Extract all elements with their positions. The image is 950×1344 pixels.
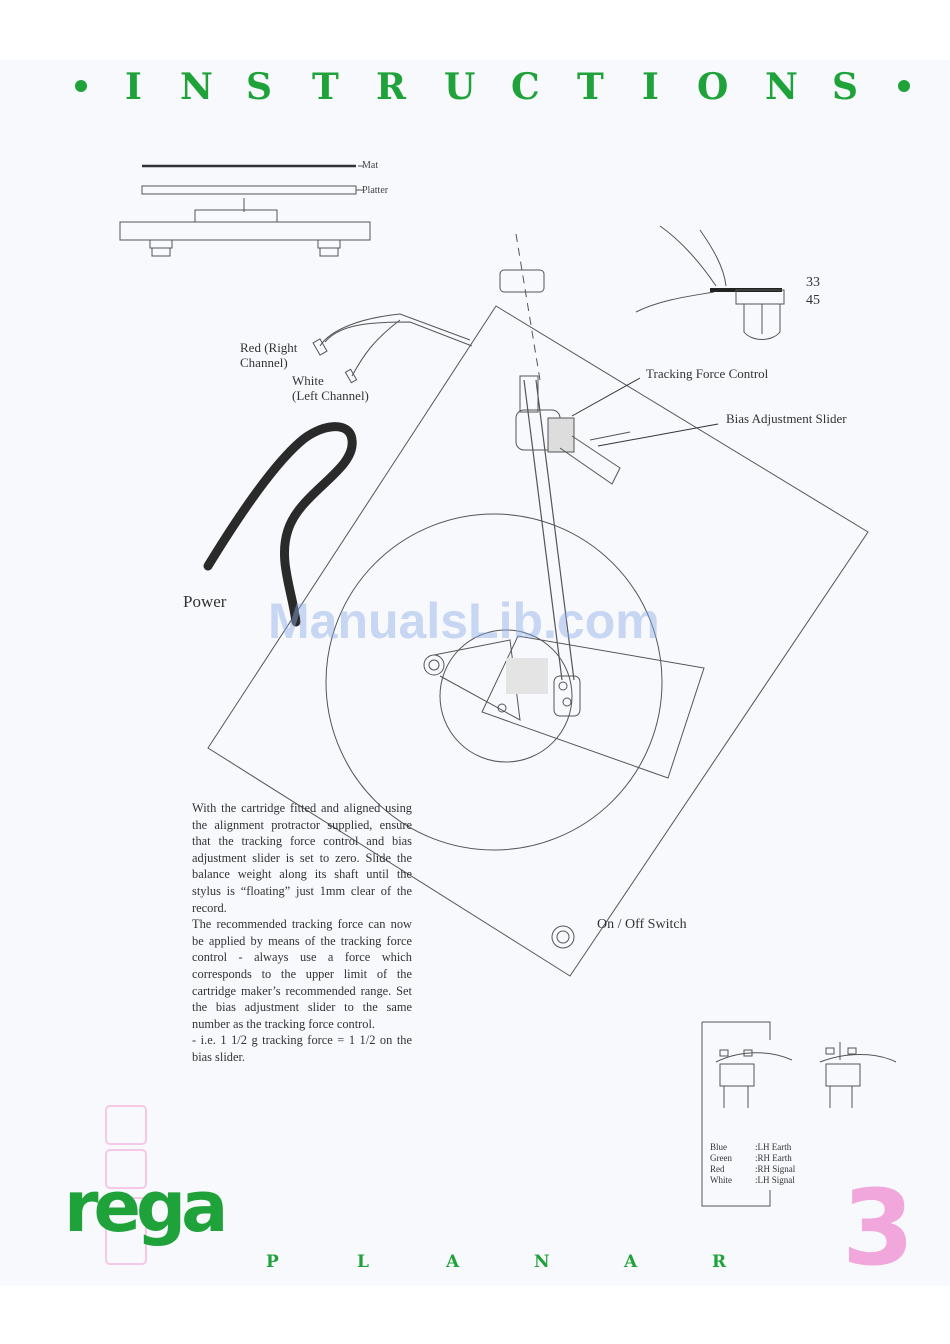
wiring-row: Green:RH Earth: [710, 1153, 792, 1163]
tonearm: [523, 379, 563, 681]
title-letter: O: [697, 66, 729, 108]
title-letter: N: [180, 66, 213, 108]
footer-letter: N: [534, 1252, 550, 1272]
instructions-paragraph: - i.e. 1 1/2 g tracking force = 1 1/2 on…: [192, 1033, 412, 1064]
page-number: 3: [842, 1167, 915, 1289]
title-letter: S: [246, 66, 272, 108]
logo-ghost: [105, 1105, 147, 1265]
title-letter: T: [312, 66, 339, 108]
page-title: I N S T R U C T I O N S: [0, 66, 950, 108]
page-background: [0, 60, 950, 1286]
tracking-force-label: Tracking Force Control: [646, 366, 769, 381]
wiring-row: Red:RH Signal: [710, 1164, 796, 1174]
footer-letter: L: [357, 1252, 369, 1272]
title-bullet-left: [75, 80, 87, 92]
rega-logo: rega: [64, 1166, 228, 1248]
wiring-diagram-frame: [702, 1021, 771, 1040]
red-lead-label: Red (Right: [240, 340, 298, 355]
footer-letter: A: [624, 1252, 638, 1272]
title-letter: S: [832, 66, 858, 108]
hand-drawing: [659, 225, 717, 287]
phono-leads: [319, 313, 471, 347]
alignment-protractor: [481, 635, 705, 779]
title-letter: N: [765, 66, 798, 108]
bias-slider-label: Bias Adjustment Slider: [726, 411, 847, 426]
speed-33-label: 33: [806, 275, 820, 290]
title-letter: R: [376, 66, 406, 108]
wiring-row: White:LH Signal: [710, 1175, 795, 1185]
mat-label: Mat: [362, 160, 379, 171]
on-off-switch-drawing: [551, 925, 575, 949]
power-label: Power: [183, 592, 227, 611]
footer-letter: P: [266, 1252, 279, 1272]
wiring-row: Blue:LH Earth: [710, 1142, 792, 1152]
speed-45-label: 45: [806, 293, 820, 308]
title-letter: U: [444, 66, 476, 108]
power-cord: [203, 422, 357, 627]
on-off-switch-label: On / Off Switch: [597, 917, 687, 932]
plinth-top-view: [207, 305, 869, 977]
title-letter: I: [642, 66, 659, 108]
instructions-paragraph: The recommended tracking force can now b…: [192, 917, 412, 1031]
white-lead-label-2: (Left Channel): [292, 388, 369, 403]
instructions-paragraph: With the cartridge fitted and aligned us…: [192, 801, 412, 915]
plinth-drawing: [119, 221, 371, 241]
platter-drawing: [141, 185, 357, 195]
footer-letter: A: [446, 1252, 460, 1272]
white-lead-label: White: [292, 373, 324, 388]
wiring-legend: Blue:LH Earth Green:RH Earth Red:RH Sign…: [710, 1142, 795, 1186]
title-letter: C: [511, 66, 540, 108]
title-letter: T: [577, 66, 604, 108]
platter-label: Platter: [362, 185, 389, 196]
footer-letter: R: [712, 1252, 727, 1272]
pulley-drawing: [735, 289, 785, 305]
watermark: ManualsLib.com: [268, 593, 660, 649]
instructions-text: With the cartridge fitted and aligned us…: [192, 800, 412, 1066]
red-lead-label-2: Channel): [240, 355, 288, 370]
platter-top-view: [325, 513, 663, 851]
title-letter: I: [125, 66, 142, 108]
title-bullet-right: [898, 80, 910, 92]
